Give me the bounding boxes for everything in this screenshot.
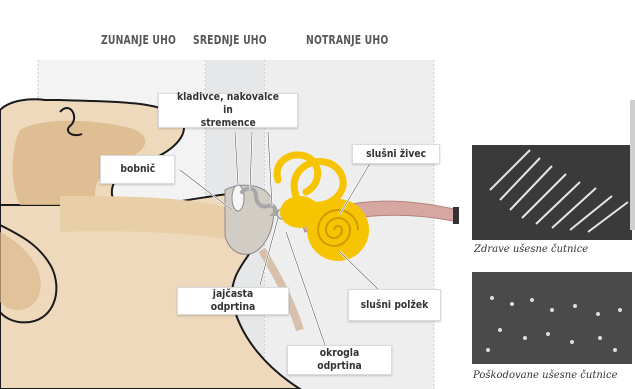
round-window-label: okrogla odprtina xyxy=(287,345,392,375)
nerve-label: slušni živec xyxy=(352,144,440,164)
ossicles-label-line-1: kladivce, nakovalce in xyxy=(172,91,285,117)
eardrum-label-text: bobnič xyxy=(120,163,155,176)
oval-window-label-text: jajčasta odprtina xyxy=(189,288,277,314)
ossicles-label-line-2: stremence xyxy=(201,117,256,130)
eardrum-label: bobnič xyxy=(100,155,175,184)
oval-window-label: jajčasta odprtina xyxy=(177,287,289,315)
middle-ear-title: SREDNJE UHO xyxy=(193,33,267,47)
edge-bar xyxy=(630,100,635,230)
cochlea-label: slušni polžek xyxy=(348,289,441,321)
nerve-label-text: slušni živec xyxy=(366,148,426,161)
outer-ear-title: ZUNANJE UHO xyxy=(101,33,176,47)
damaged-cells-caption: Poškodovane ušesne čutnice xyxy=(473,370,618,381)
damaged-cells-photo xyxy=(472,272,632,364)
inner-ear-title: NOTRANJE UHO xyxy=(306,33,388,47)
eardrum xyxy=(232,185,244,211)
nerve-end xyxy=(453,207,459,224)
ossicles-label: kladivce, nakovalce in stremence xyxy=(158,93,298,128)
healthy-cells-caption: Zdrave ušesne čutnice xyxy=(474,244,588,255)
cochlea xyxy=(307,199,369,261)
healthy-cells-photo xyxy=(472,145,632,240)
round-window-label-text: okrogla odprtina xyxy=(299,347,381,373)
cochlea-label-text: slušni polžek xyxy=(361,299,429,312)
